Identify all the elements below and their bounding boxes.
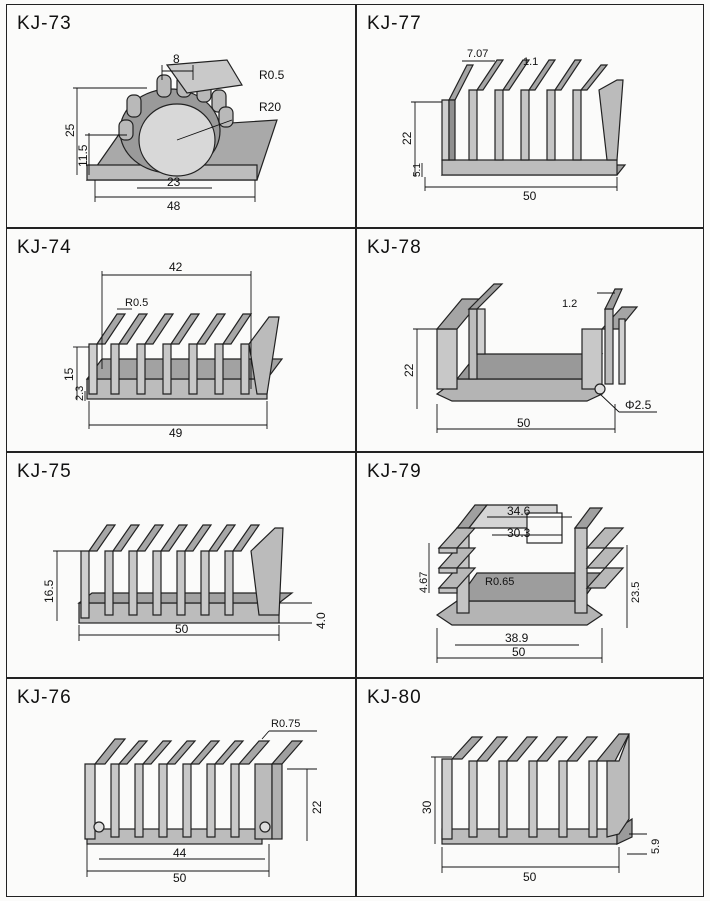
heatsink-drawing: 16.5 4.0 50 [42, 524, 328, 641]
screw-hole [594, 383, 606, 395]
dimension-lines [53, 550, 312, 641]
dim-base: 2.3 [74, 386, 86, 401]
dim-bottom: 50 [523, 870, 537, 884]
dim-inner: 23 [167, 175, 181, 189]
screw-hole-left [93, 821, 105, 833]
dim-radius: R0.75 [271, 718, 300, 730]
dimension-lines [411, 60, 618, 191]
fins [441, 59, 624, 161]
dim-radius: R0.5 [125, 297, 148, 309]
dimension-lines [431, 756, 647, 873]
grid-divider-row-3 [7, 677, 703, 679]
dim-bottom: 50 [517, 416, 531, 430]
dim-top1: 34.6 [507, 504, 531, 518]
dim-top: 8 [173, 52, 180, 66]
dim-fin: 1.1 [523, 56, 538, 68]
dimension-lines [86, 730, 317, 877]
dim-radius-small: R0.5 [259, 68, 285, 82]
model-label: KJ-73 [17, 13, 72, 34]
dim-height: 16.5 [42, 579, 56, 603]
grid-divider-vertical [355, 5, 357, 896]
dim-hole: Φ2.5 [625, 398, 652, 412]
dim-height: 25 [63, 123, 77, 137]
model-label: KJ-79 [367, 461, 422, 482]
fins [441, 733, 630, 840]
dim-bottom: 49 [169, 426, 183, 440]
heatsink-drawing: 8 R0.5 R20 25 11.5 23 48 [63, 52, 285, 213]
grid-divider-row-2 [7, 451, 703, 453]
heatsink-drawing: 7.07 1.1 22 5.1 50 [400, 48, 627, 203]
dim-height-low: 11.5 [76, 144, 90, 167]
left-fins [437, 504, 563, 614]
heatsink-drawing: 30 5.9 50 [420, 733, 662, 884]
right-fins [581, 288, 639, 390]
model-label: KJ-78 [367, 237, 422, 258]
dimension-lines [73, 271, 268, 429]
dim-bottom: 50 [175, 622, 189, 636]
dim-top: 42 [169, 260, 183, 274]
dim-pitch: 7.07 [467, 48, 488, 60]
dim-height: 22 [402, 363, 416, 377]
dim-height: 22 [400, 131, 414, 145]
fins [80, 524, 284, 619]
dimension-lines [413, 292, 657, 433]
panel-grid: KJ-73 [6, 4, 704, 897]
dim-height: 22 [310, 800, 324, 814]
dim-fin: 1.2 [562, 298, 577, 310]
panel-kj-73: KJ-73 [7, 5, 355, 228]
dim-inner: 38.9 [505, 631, 529, 645]
heatsink-drawing: 42 R0.5 15 2.3 49 [62, 260, 284, 440]
dim-radius: R0.65 [485, 576, 514, 588]
dim-height: 23.5 [630, 582, 642, 603]
dim-height: 30 [420, 800, 434, 814]
fins [84, 738, 304, 840]
dimension-lines [428, 516, 628, 663]
dim-height: 15 [62, 367, 76, 381]
panel-kj-80: KJ-80 [357, 679, 705, 902]
screw-hole-right [259, 821, 271, 833]
grid-divider-row-1 [7, 227, 703, 229]
model-label: KJ-80 [367, 687, 422, 708]
panel-kj-79: KJ-79 [357, 453, 705, 676]
dim-bottom: 50 [523, 189, 537, 203]
dim-top2: 30.3 [507, 526, 531, 540]
panel-kj-75: KJ-75 [7, 453, 355, 676]
heatsink-drawing: R0.75 22 44 50 [84, 718, 324, 885]
panel-kj-74: KJ-74 [7, 229, 355, 452]
panel-kj-78: KJ-78 [357, 229, 705, 452]
dim-inner: 44 [173, 846, 187, 860]
right-fins [573, 507, 625, 614]
model-label: KJ-77 [367, 13, 422, 34]
dim-bottom: 50 [173, 871, 187, 885]
model-label: KJ-76 [17, 687, 72, 708]
left-fins [435, 283, 504, 390]
dim-bottom: 48 [167, 199, 181, 213]
dim-base: 5.1 [412, 163, 423, 177]
dim-base: 4.0 [314, 612, 328, 629]
heatsink-drawing: 1.2 22 Φ2.5 50 [402, 283, 657, 433]
base-plate [435, 378, 604, 402]
heatsink-drawing: 34.6 30.3 4.67 R0.65 23.5 38.9 50 [418, 504, 642, 663]
model-label: KJ-75 [17, 461, 72, 482]
model-label: KJ-74 [17, 237, 72, 258]
base-plate [441, 159, 618, 176]
fins [88, 313, 280, 395]
dim-pitch: 4.67 [418, 572, 430, 593]
top-fin [165, 59, 243, 94]
dim-base: 5.9 [650, 839, 662, 854]
panel-kj-77: KJ-77 [357, 5, 705, 228]
dimension-lines [73, 65, 256, 202]
dim-radius-big: R20 [259, 100, 281, 114]
dim-bottom: 50 [512, 645, 526, 659]
panel-kj-76: KJ-76 [7, 679, 355, 902]
